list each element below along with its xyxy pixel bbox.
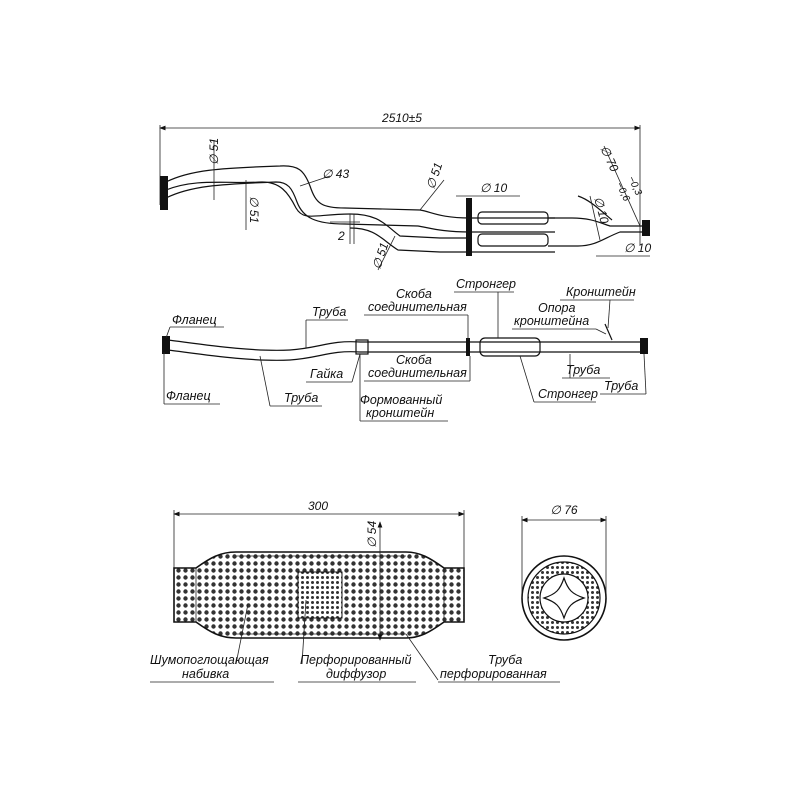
leader-d70 [603, 145, 641, 227]
dim-d43: ∅ 43 [322, 167, 349, 181]
label-fill-1: Шумопоглощающая [150, 653, 269, 667]
label-gaika: Гайка [310, 367, 343, 381]
label-formovanny-2: кронштейн [366, 406, 434, 420]
label-opora-2: кронштейна [514, 314, 589, 328]
label-skoba-top-1: Скоба [396, 287, 432, 301]
flange-right-side [640, 338, 648, 354]
dim-d10-c: ∅ 10 [624, 241, 651, 255]
resonator-lower [477, 233, 549, 247]
leader-d51 [377, 235, 396, 271]
side-view: Фланец Труба Скоба соединительная Стронг… [162, 277, 648, 422]
section-view: 300 ∅ 54 ∅ 76 Шумопоглощающая набивка Пе… [150, 499, 607, 683]
side-pipe-bottom [167, 349, 640, 361]
dim-d51-d: ∅ 51 [370, 241, 392, 271]
leader-d43 [299, 175, 331, 187]
side-pipe-top [167, 339, 640, 351]
label-truba-right-2: Труба [604, 379, 638, 393]
label-flanec-top: Фланец [172, 313, 217, 327]
label-truba-right-1: Труба [566, 363, 600, 377]
label-kronshtein: Кронштейн [566, 285, 636, 299]
dim-d51-b: ∅ 51 [247, 196, 261, 223]
label-truba-top: Труба [312, 305, 346, 319]
bracket-side [604, 323, 613, 341]
label-diffuser-1: Перфорированный [300, 653, 411, 667]
leader [351, 353, 361, 383]
label-stronger-bottom: Стронгер [538, 387, 598, 401]
label-formovanny-1: Формованный [360, 393, 442, 407]
leader [595, 328, 607, 335]
flange-left-side [162, 336, 170, 354]
dim-300: 300 [308, 499, 328, 513]
diffuser [297, 571, 343, 619]
dim-d51-c: ∅ 51 [424, 161, 446, 191]
leader [301, 599, 307, 665]
leader [643, 353, 647, 395]
dim-d10-b: ∅ 10 [591, 195, 612, 225]
stronger-side [479, 337, 541, 357]
dim-d51-a: ∅ 51 [207, 138, 221, 165]
label-skoba-bot-2: соединительная [368, 366, 467, 380]
dim-length: 2510±5 [381, 111, 422, 125]
pipe-lower-outline-1 [165, 181, 470, 239]
dim-2: 2 [337, 229, 345, 243]
tail-pipe-upper [548, 217, 650, 227]
leader [519, 355, 535, 403]
pipe-lower-outline-2 [349, 227, 555, 253]
pipe-upper-outline-1 [165, 165, 555, 219]
label-stronger-top: Стронгер [456, 277, 516, 291]
leader-d10 [589, 195, 601, 241]
section-star [542, 576, 586, 620]
label-skoba-top-2: соединительная [368, 300, 467, 314]
label-skoba-bot-1: Скоба [396, 353, 432, 367]
leader-d51 [419, 179, 445, 211]
label-pipe-1: Труба [488, 653, 522, 667]
nut-side [355, 339, 369, 355]
label-flanec-bottom: Фланец [166, 389, 211, 403]
dim-d54: ∅ 54 [365, 521, 379, 548]
leader [607, 299, 611, 329]
tail-pipe-lower [548, 231, 650, 247]
leader [165, 326, 171, 339]
tail-bend [577, 195, 613, 221]
pipe-upper-outline-2 [165, 181, 555, 233]
label-diffuser-2: диффузор [326, 667, 386, 681]
leader [235, 603, 249, 665]
dim-d76: ∅ 76 [550, 503, 577, 517]
dim-d10-a: ∅ 10 [480, 181, 507, 195]
label-truba-bottom: Труба [284, 391, 318, 405]
clamp-bar [466, 198, 472, 256]
clamp-side [466, 338, 470, 356]
flange-left [160, 176, 168, 210]
top-view: 2510±5 ∅ 51 ∅ 51 ∅ 43 ∅ 51 ∅ 51 2 [159, 111, 651, 271]
dim-d70: ∅ 70 [597, 143, 621, 174]
label-fill-2: набивка [182, 667, 229, 681]
label-pipe-2: перфорированная [440, 667, 547, 681]
flange-right [642, 220, 650, 236]
leader [259, 355, 271, 407]
leader [405, 633, 439, 681]
label-opora-1: Опора [538, 301, 576, 315]
